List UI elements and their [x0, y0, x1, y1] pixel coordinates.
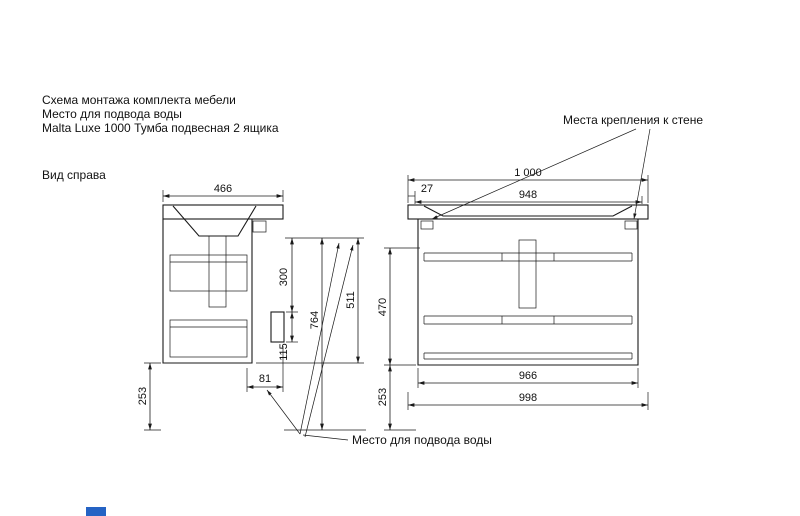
dim-253-side: 253	[137, 387, 149, 405]
wall-mount-label: Места крепления к стене	[563, 113, 703, 127]
side-cabinet-body	[162, 219, 253, 364]
side-water-box	[270, 311, 285, 343]
wall-bracket-right	[624, 220, 638, 230]
side-view	[162, 204, 285, 364]
front-countertop	[407, 204, 649, 220]
header-line-1: Схема монтажа комплекта мебели	[42, 93, 236, 107]
dim-470: 470	[377, 298, 389, 316]
dim-81: 81	[259, 373, 271, 385]
side-view-dimensions: 466 253 81 300 115 764 511	[137, 183, 366, 431]
front-view	[407, 204, 649, 366]
view-right-label: Вид справа	[42, 168, 106, 182]
dim-948: 948	[519, 189, 537, 201]
side-lower-drawer	[169, 319, 248, 358]
wall-bracket-left	[420, 220, 434, 230]
side-drain-pipe	[208, 235, 227, 308]
dim-966: 966	[519, 370, 537, 382]
dim-27: 27	[421, 183, 433, 195]
header-line-2: Место для подвода воды	[42, 107, 182, 121]
front-sink-basin	[423, 205, 633, 217]
dim-511: 511	[345, 291, 357, 309]
dim-998: 998	[519, 392, 537, 404]
dim-764: 764	[309, 311, 321, 329]
front-cabinet-body	[417, 219, 639, 366]
side-upper-drawer	[169, 254, 248, 292]
side-faucet-detail	[252, 220, 267, 233]
header-line-3: Malta Luxe 1000 Тумба подвесная 2 ящика	[42, 121, 279, 135]
side-sink-basin	[172, 205, 257, 237]
header-block: Схема монтажа комплекта мебели Место для…	[42, 93, 279, 182]
wall-mount-callout: Места крепления к стене	[431, 113, 703, 220]
water-supply-label: Место для подвода воды	[352, 433, 492, 447]
dim-253-front: 253	[377, 388, 389, 406]
footer-artifact	[86, 507, 106, 516]
dim-300: 300	[278, 268, 290, 286]
dim-1000: 1 000	[514, 167, 542, 179]
water-supply-callout: Место для подвода воды	[266, 242, 492, 447]
side-countertop	[162, 204, 284, 220]
dim-466: 466	[214, 183, 232, 195]
dim-115: 115	[278, 343, 290, 361]
front-drain-pipe	[518, 239, 537, 309]
front-view-dimensions: 1 000 948 27 966 998 470 253	[377, 167, 649, 431]
